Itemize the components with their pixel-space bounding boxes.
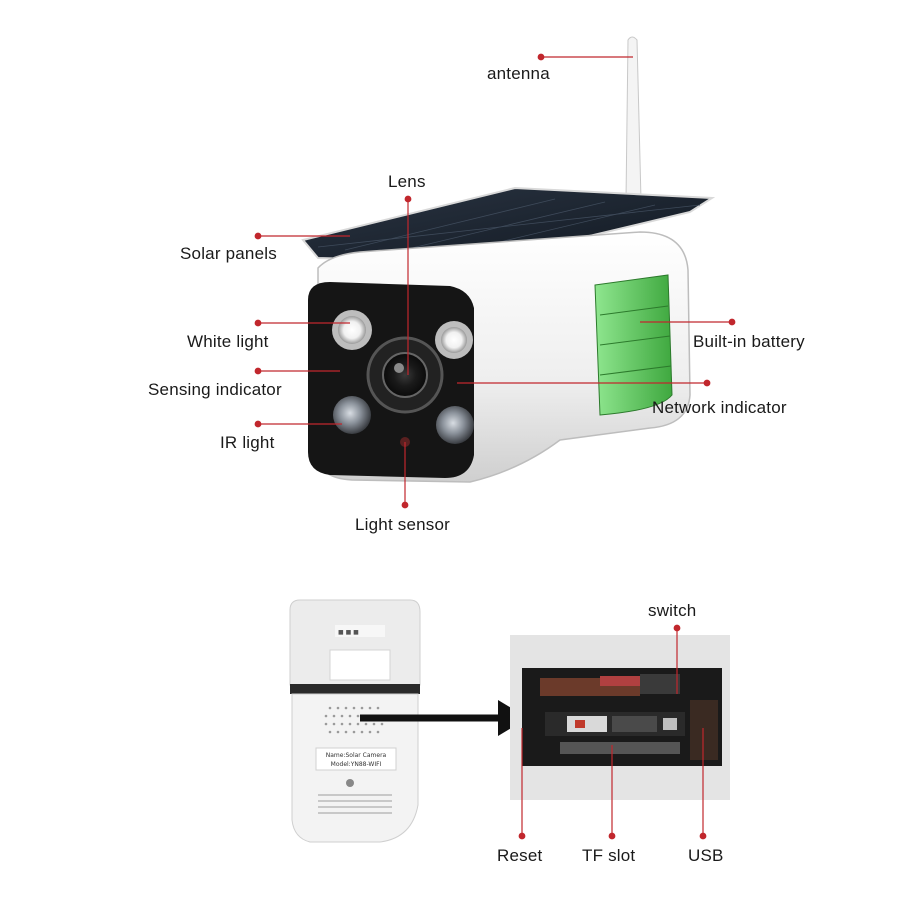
circuit-board-photo (510, 635, 730, 800)
battery-icon (594, 274, 673, 416)
label-tf-slot: TF slot (582, 846, 636, 865)
label-network-indicator: Network indicator (652, 398, 787, 417)
sticker-name-line: Name:Solar Camera (326, 752, 387, 759)
board-leader-lines (518, 624, 707, 840)
label-sensing-indicator: Sensing indicator (148, 380, 282, 399)
label-built-in-battery: Built-in battery (693, 332, 805, 351)
label-antenna: antenna (487, 64, 550, 83)
label-switch: switch (648, 601, 697, 620)
label-light-sensor: Light sensor (355, 515, 451, 534)
label-usb: USB (688, 846, 724, 865)
label-white-light: White light (187, 332, 269, 351)
svg-text:■ ■ ■: ■ ■ ■ (338, 629, 359, 636)
label-ir-light: IR light (220, 433, 275, 452)
ir-led-right-icon (436, 406, 474, 444)
label-reset: Reset (497, 846, 543, 865)
camera-leader-lines (254, 53, 736, 509)
camera-illustration (301, 36, 716, 483)
label-lens: Lens (388, 172, 426, 191)
antenna-icon (625, 36, 642, 201)
camera-back-illustration: ■ ■ ■ Name:Solar Camera Model:YN88-WIFI (289, 599, 421, 843)
ir-led-left-icon (333, 396, 371, 434)
label-solar-panels: Solar panels (180, 244, 277, 263)
sticker-model-line: Model:YN88-WIFI (331, 761, 382, 768)
